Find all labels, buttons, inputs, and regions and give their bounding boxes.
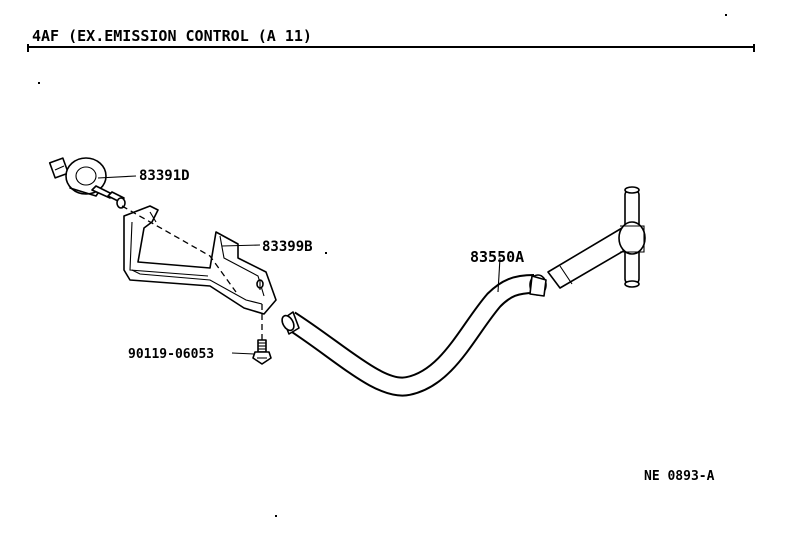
bracket <box>123 205 277 315</box>
vacuum-hose <box>281 274 547 397</box>
bolt <box>252 339 272 365</box>
scan-artifacts <box>38 14 727 517</box>
leader-hose <box>497 257 501 293</box>
t-joint <box>618 186 646 288</box>
figure-code: NE 0893-A <box>644 469 715 484</box>
label-bracket: 83399B <box>262 239 313 255</box>
leader-bracket <box>221 244 261 247</box>
label-hose: 83550A <box>470 248 524 266</box>
label-vsv: 83391D <box>139 168 190 184</box>
header-rule <box>27 44 755 52</box>
vsv-valve <box>48 157 126 209</box>
leader-bolt <box>231 352 255 355</box>
assembly-line-vsv <box>121 205 237 293</box>
leader-vsv <box>97 175 137 179</box>
label-bolt: 90119-06053 <box>128 347 214 362</box>
diagram-title: 4AF (EX.EMISSION CONTROL (A 11) <box>32 27 312 45</box>
